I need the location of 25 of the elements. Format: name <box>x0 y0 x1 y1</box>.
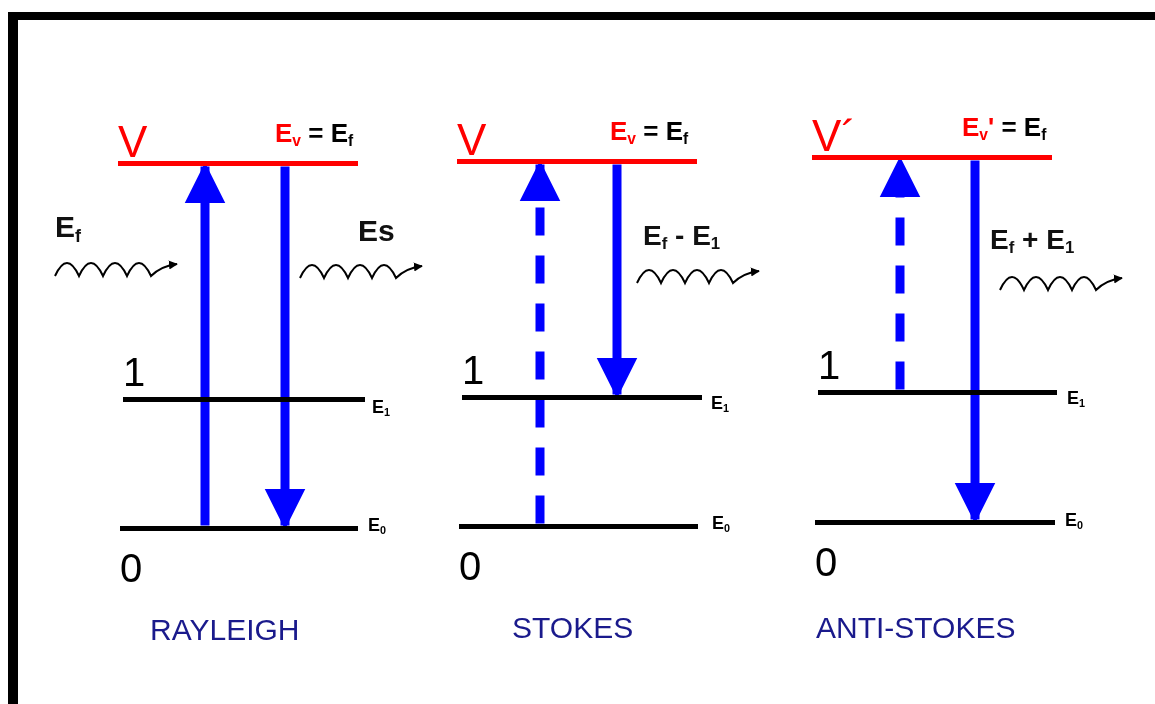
level-label: 1 <box>462 350 485 390</box>
level-label: 1 <box>818 345 841 385</box>
level-label: 0 <box>815 542 838 582</box>
photon-energy-label: Es <box>358 216 395 246</box>
photon-energy-label: E$_{f}$ + E$_{1}$ <box>990 226 1075 257</box>
level-label: 0 <box>459 546 482 586</box>
energy-equation: E$_{v}$ = E$_{f}$ <box>275 120 354 149</box>
photon-energy-label: E$_{f}$ - E$_{1}$ <box>643 222 721 253</box>
level-label: V <box>457 118 487 162</box>
energy-symbol: E$_{0}$ <box>712 514 731 534</box>
panel-title: STOKES <box>512 613 634 643</box>
energy-equation: E$_{v}$ = E$_{f}$ <box>610 118 689 147</box>
panel-title: RAYLEIGH <box>150 615 300 645</box>
energy-symbol: E$_{0}$ <box>1065 511 1084 531</box>
panel-title: ANTI-STOKES <box>816 613 1016 643</box>
energy-symbol: E$_{1}$ <box>711 394 730 414</box>
level-label: V <box>118 120 148 164</box>
photon-energy-label: E$_{f}$ <box>55 212 81 245</box>
level-label: 1 <box>123 352 146 392</box>
energy-symbol: E$_{1}$ <box>372 398 391 418</box>
energy-symbol: E$_{1}$ <box>1067 389 1086 409</box>
level-label: 0 <box>120 548 143 588</box>
energy-symbol: E$_{0}$ <box>368 516 387 536</box>
level-label: V´ <box>812 114 856 158</box>
energy-equation: E$_{v}$' = E$_{f}$ <box>962 114 1047 143</box>
